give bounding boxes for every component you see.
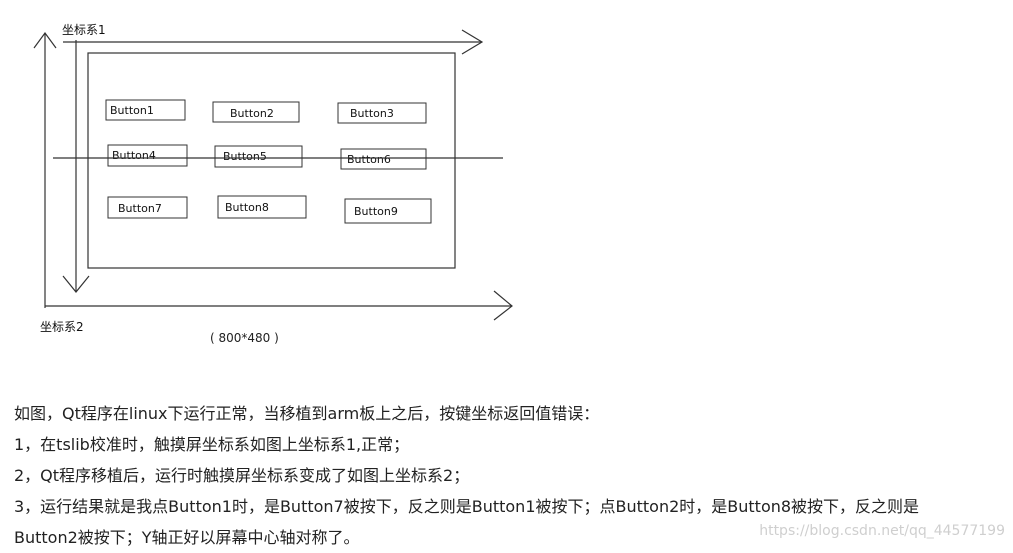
coordinate-diagram: 坐标系1 坐标系2 Button1 Button2 Button3 Button… (33, 23, 513, 345)
button2-box (212, 101, 300, 123)
button1-label: Button1 (110, 104, 154, 117)
button4-label: Button4 (112, 149, 156, 162)
button6-box (340, 148, 427, 170)
system1-label: 坐标系1 (62, 23, 106, 37)
description-line-3: 2，Qt程序移植后，运行时触摸屏坐标系变成了如图上坐标系2； (14, 466, 470, 485)
screen-frame (87, 52, 456, 269)
button5-box (214, 145, 303, 168)
button8-box (217, 195, 307, 219)
description-line-5: Button2被按下；Y轴正好以屏幕中心轴对称了。 (14, 528, 360, 547)
button7-label: Button7 (118, 202, 162, 215)
button5-label: Button5 (223, 150, 267, 163)
button3-box (337, 102, 427, 124)
button1-box (105, 99, 186, 121)
system2-y-arrowhead (62, 275, 90, 293)
button8-label: Button8 (225, 201, 269, 214)
description-line-1: 如图，Qt程序在linux下运行正常，当移植到arm板上之后，按键坐标返回值错误… (14, 404, 600, 423)
system2-x-arrowhead (493, 290, 513, 321)
system1-x-arrowhead (461, 29, 484, 55)
screen-size-label: ( 800*480 ) (210, 331, 279, 345)
button2-label: Button2 (230, 107, 274, 120)
system2-label: 坐标系2 (40, 320, 84, 334)
description-line-4: 3，运行结果就是我点Button1时，是Button7被按下，反之则是Butto… (14, 497, 920, 516)
button4-box (107, 144, 188, 167)
button9-label: Button9 (354, 205, 398, 218)
watermark: https://blog.csdn.net/qq_44577199 (759, 523, 1005, 539)
button3-label: Button3 (350, 107, 394, 120)
description-text: 如图，Qt程序在linux下运行正常，当移植到arm板上之后，按键坐标返回值错误… (14, 398, 1004, 553)
description-line-2: 1，在tslib校准时，触摸屏坐标系如图上坐标系1,正常； (14, 435, 410, 454)
system1-y-arrowhead (33, 31, 57, 49)
button7-box (107, 196, 188, 219)
button6-label: Button6 (347, 153, 391, 166)
button9-box (344, 198, 432, 224)
